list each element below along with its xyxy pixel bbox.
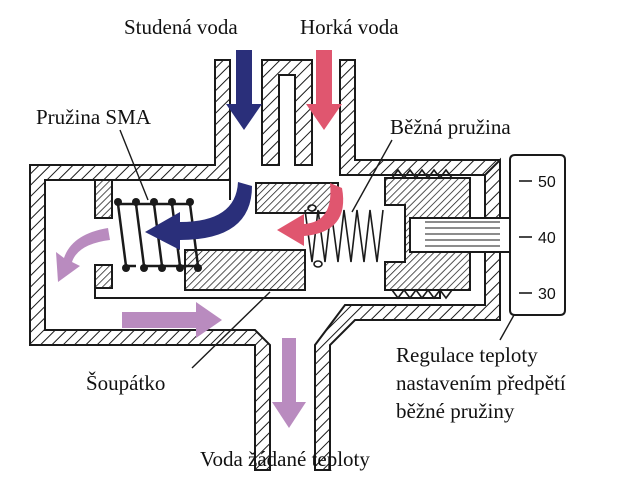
housing-wall-lower [314, 157, 501, 471]
leader-lines [119, 129, 515, 369]
housing-wall [29, 59, 271, 471]
label-regulation-1: Regulace teploty [396, 343, 538, 367]
dial-tick-marks [519, 180, 532, 294]
mixed-left-arrow [56, 228, 110, 282]
label-output-water: Voda žádané teploty [200, 447, 370, 471]
dial-body [509, 154, 566, 316]
thread-teeth [391, 168, 453, 300]
spool-lower [184, 249, 306, 291]
regular-spring [304, 204, 384, 268]
label-regulation-3: běžné pružiny [396, 399, 515, 423]
label-sma-spring: Pružina SMA [36, 105, 152, 129]
label-hot-water: Horká voda [300, 15, 399, 39]
spring-seat-bottom [94, 264, 113, 289]
mixed-bottom-arrow [122, 302, 222, 338]
dial-tick-label: 40 [538, 230, 556, 247]
hot-water-arrow [277, 50, 344, 246]
mixed-water-arrows [56, 228, 306, 428]
spring-seat-top [94, 179, 113, 219]
label-regular-spring: Běžná pružina [390, 115, 511, 139]
dial-tick-label: 50 [538, 174, 556, 191]
label-regulation-2: nastavením předpětí [396, 371, 566, 395]
cold-flow-arrow [145, 182, 252, 250]
label-cold-water: Studená voda [124, 15, 238, 39]
spool-upper [255, 182, 339, 214]
valve-body [29, 59, 511, 471]
temperature-dial: 50 40 30 [509, 154, 566, 316]
adjuster-shaft [409, 217, 511, 253]
mixed-outlet-arrow [272, 338, 306, 428]
inlet-divider [261, 59, 313, 166]
shaft-knurl [425, 221, 500, 247]
hot-inlet-arrow [306, 50, 342, 130]
label-spool: Šoupátko [86, 371, 165, 395]
cold-water-arrow [145, 50, 262, 250]
hot-flow-arrow [277, 183, 344, 246]
sma-spring [114, 198, 202, 272]
dial-tick-label: 30 [538, 286, 556, 303]
cold-inlet-arrow [226, 50, 262, 130]
